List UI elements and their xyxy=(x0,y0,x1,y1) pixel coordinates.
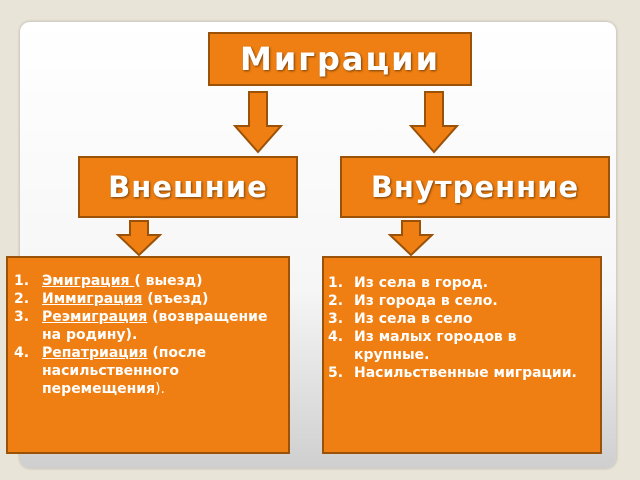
title-text: Миграции xyxy=(239,40,441,78)
list-item-text: Из села в город. xyxy=(354,275,489,291)
external-list-box: 1. Эмиграция ( выезд) 2. Иммиграция (въезд… xyxy=(6,256,290,454)
list-item-text: (возвращение на родину). xyxy=(42,309,268,343)
list-item-term: Иммиграция xyxy=(42,291,143,307)
list-item-number: 4. xyxy=(328,329,344,345)
list-item: 2. Иммиграция (въезд) xyxy=(8,290,282,308)
list-item: 1. Из села в город. xyxy=(324,274,594,292)
internal-list-box: 1. Из села в город. 2. Из города в село. 3… xyxy=(322,256,602,454)
list-item-text: (въезд) xyxy=(142,291,209,307)
category-internal-label: Внутренние xyxy=(370,170,580,204)
list-item: 4. Репатриация (после насильственного пер… xyxy=(8,344,282,398)
list-item-term: Реэмиграция xyxy=(42,309,148,325)
list-item: 3. Из села в село xyxy=(324,310,594,328)
list-item: 3. Реэмиграция (возвращение на родину). xyxy=(8,308,282,344)
external-list: 1. Эмиграция ( выезд) 2. Иммиграция (въезд… xyxy=(8,258,288,398)
list-item-text: Из села в село xyxy=(354,311,473,327)
list-item: 1. Эмиграция ( выезд) xyxy=(8,272,282,290)
list-item-number: 1. xyxy=(328,275,344,291)
list-item-text: Насильственные миграции. xyxy=(354,365,577,381)
list-item-text: Из города в село. xyxy=(354,293,498,309)
list-item-number: 3. xyxy=(328,311,344,327)
arrow-down-right xyxy=(408,91,460,154)
list-item-text: (после насильственного перемещения xyxy=(42,345,207,397)
category-internal-box: Внутренние xyxy=(340,156,610,218)
list-item-text: ( выезд) xyxy=(134,273,203,289)
category-external-box: Внешние xyxy=(78,156,298,218)
list-item-number: 3. xyxy=(14,309,30,325)
arrow-down-left xyxy=(232,91,284,154)
list-item-number: 4. xyxy=(14,345,30,361)
internal-list: 1. Из села в город. 2. Из города в село. 3… xyxy=(324,258,600,382)
list-item-number: 5. xyxy=(328,365,344,381)
list-item-text: Из малых городов в крупные. xyxy=(354,329,517,363)
list-item: 2. Из города в село. xyxy=(324,292,594,310)
list-item-number: 2. xyxy=(14,291,30,307)
category-external-label: Внешние xyxy=(108,170,268,204)
list-item-number: 2. xyxy=(328,293,344,309)
list-item: 4. Из малых городов в крупные. xyxy=(324,328,594,364)
list-item-number: 1. xyxy=(14,273,30,289)
list-item-tail: ). xyxy=(155,381,165,397)
list-item: 5. Насильственные миграции. xyxy=(324,364,594,382)
title-box: Миграции xyxy=(208,32,472,86)
arrow-down-internal xyxy=(388,220,434,257)
arrow-down-external xyxy=(116,220,162,257)
list-item-term: Репатриация xyxy=(42,345,148,361)
list-item-term: Эмиграция xyxy=(42,273,135,289)
